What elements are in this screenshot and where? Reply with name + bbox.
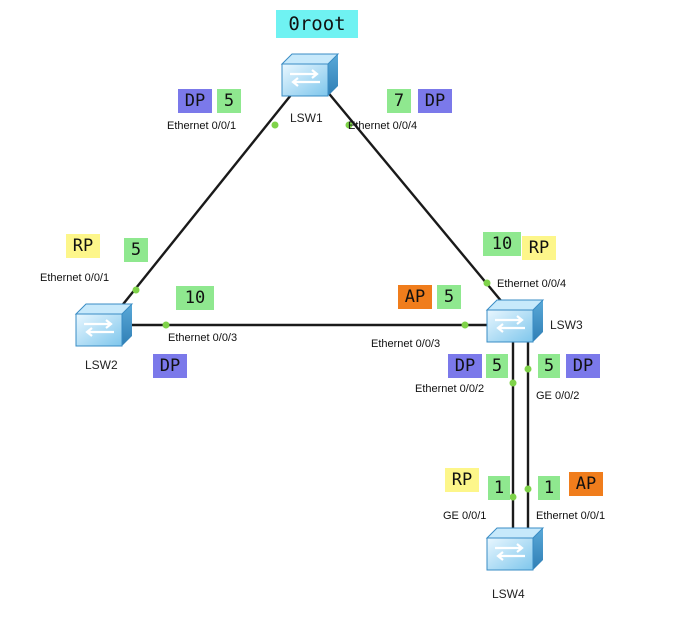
port-role-badge: AP [398,285,432,309]
hostname-lsw4: LSW4 [492,587,525,601]
port-dot-lsw3-e003 [461,321,469,329]
port-dot-lsw3-e002 [509,379,517,387]
port-role-badge: RP [66,234,100,258]
port-dot-lsw2-e003 [162,321,170,329]
port-name-label: Ethernet 0/0/3 [371,338,441,350]
switch-icon-lsw1[interactable] [280,53,340,97]
port-name-label: Ethernet 0/0/4 [497,278,567,290]
port-cost-badge: 5 [538,354,560,378]
port-dot-lsw1-e001 [271,121,279,129]
port-name-label: GE 0/0/1 [443,510,487,522]
switch-icon-lsw4[interactable] [485,527,545,571]
switch-icon-lsw2[interactable] [74,303,134,347]
link-lsw1-lsw2 [111,89,296,319]
port-dot-lsw4-e001 [524,485,532,493]
hostname-lsw3: LSW3 [550,318,583,332]
port-name-label: GE 0/0/2 [536,390,580,402]
port-role-badge: DP [153,354,187,378]
port-cost-badge: 5 [437,285,461,309]
port-role-badge: RP [522,236,556,260]
port-dot-lsw3-ge002 [524,365,532,373]
port-cost-badge: 1 [538,476,560,500]
port-cost-badge: 1 [488,476,510,500]
port-name-label: Ethernet 0/0/4 [348,120,418,132]
port-name-label: Ethernet 0/0/1 [40,272,110,284]
port-dot-lsw1-e004 [345,121,353,129]
port-cost-badge: 10 [176,286,214,310]
hostname-lsw2: LSW2 [85,358,118,372]
port-cost-badge: 5 [217,89,241,113]
root-bridge-badge: 0root [276,10,358,38]
port-role-badge: RP [445,468,479,492]
switch-icon-lsw3[interactable] [485,299,545,343]
port-dot-lsw2-e001 [132,286,140,294]
port-role-badge: DP [566,354,600,378]
port-role-badge: DP [418,89,452,113]
hostname-lsw1: LSW1 [290,111,323,125]
port-name-label: Ethernet 0/0/2 [415,383,485,395]
port-dot-lsw4-ge001 [509,493,517,501]
port-name-label: Ethernet 0/0/1 [536,510,606,522]
port-cost-badge: 10 [483,232,521,256]
port-name-label: Ethernet 0/0/1 [167,120,237,132]
port-cost-badge: 7 [387,89,411,113]
port-cost-badge: 5 [124,238,148,262]
port-dot-lsw3-e004 [483,279,491,287]
link-lsw1-lsw3 [325,89,508,309]
port-cost-badge: 5 [486,354,508,378]
port-role-badge: DP [448,354,482,378]
port-name-label: Ethernet 0/0/3 [168,332,238,344]
port-role-badge: DP [178,89,212,113]
port-role-badge: AP [569,472,603,496]
